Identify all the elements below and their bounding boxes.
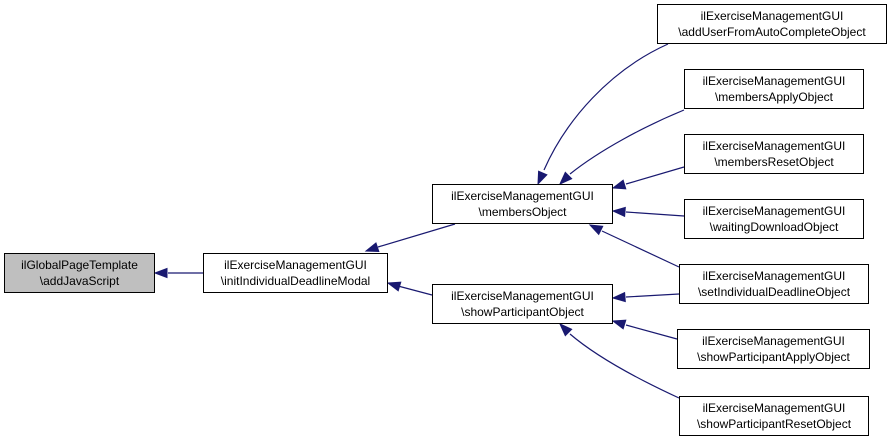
edge-show_participant_object-to-init_individual_deadline_modal: [386, 281, 433, 296]
edge-set_individual_deadline_object-to-members_object: [588, 224, 680, 268]
edge-line: [377, 223, 456, 248]
edge-members_reset_object-to-members_object: [611, 166, 685, 190]
arrowhead-icon: [537, 170, 548, 186]
node-method-label: \addUserFromAutoCompleteObject: [678, 25, 866, 39]
edge-line: [569, 333, 680, 399]
node-class-label: ilExerciseManagementGUI: [702, 74, 846, 88]
edge-line: [397, 285, 433, 296]
edge-line: [543, 43, 669, 171]
edge-set_individual_deadline_object-to-show_participant_object: [611, 291, 680, 303]
edge-line: [625, 293, 680, 298]
node-members-reset-object[interactable]: ilExerciseManagementGUI \membersResetObj…: [684, 134, 864, 174]
node-show-participant-reset-object[interactable]: ilExerciseManagementGUI \showParticipant…: [679, 396, 869, 436]
edge-line: [569, 109, 685, 175]
arrowhead-icon: [364, 242, 380, 253]
arrowhead-icon: [588, 224, 604, 236]
node-class-label: ilExerciseManagementGUI: [702, 139, 846, 153]
node-add-user-from-auto-complete-object[interactable]: ilExerciseManagementGUI \addUserFromAuto…: [657, 4, 887, 44]
arrowhead-icon: [611, 179, 627, 190]
node-method-label: \showParticipantResetObject: [696, 417, 852, 431]
arrowhead-icon: [558, 322, 573, 337]
edge-init_individual_deadline_modal-to-global_page_template: [153, 267, 203, 279]
arrowhead-icon: [153, 267, 168, 279]
arrowhead-icon: [611, 291, 626, 303]
node-members-apply-object[interactable]: ilExerciseManagementGUI \membersApplyObj…: [684, 69, 864, 109]
node-class-label: ilExerciseManagementGUI: [700, 9, 844, 23]
node-method-label: \waitingDownloadObject: [709, 220, 839, 234]
node-method-label: \setIndividualDeadlineObject: [697, 285, 851, 299]
node-global-page-template[interactable]: ilGlobalPageTemplate \addJavaScript: [4, 253, 155, 293]
node-method-label: \showParticipantObject: [461, 305, 584, 319]
edge-add_user_from_auto_complete_object-to-members_object: [537, 43, 669, 186]
node-class-label: ilExerciseManagementGUI: [224, 258, 367, 272]
node-waiting-download-object[interactable]: ilExerciseManagementGUI \waitingDownload…: [684, 199, 864, 239]
arrowhead-icon: [611, 206, 626, 218]
node-class-label: ilExerciseManagementGUI: [451, 189, 594, 203]
edge-members_apply_object-to-members_object: [558, 109, 685, 186]
node-show-participant-object[interactable]: ilExerciseManagementGUI \showParticipant…: [432, 284, 613, 324]
edge-line: [625, 166, 685, 185]
node-set-individual-deadline-object[interactable]: ilExerciseManagementGUI \setIndividualDe…: [679, 264, 869, 304]
node-method-label: \membersResetObject: [714, 155, 834, 169]
node-method-label: \membersApplyObject: [714, 90, 834, 104]
edge-show_participant_apply_object-to-show_participant_object: [611, 319, 678, 340]
edge-members_object-to-init_individual_deadline_modal: [364, 223, 456, 253]
node-class-label: ilExerciseManagementGUI: [702, 204, 846, 218]
arrowhead-icon: [386, 281, 402, 292]
node-method-label: \addJavaScript: [39, 274, 120, 288]
node-method-label: \showParticipantApplyObject: [697, 350, 850, 364]
node-members-object[interactable]: ilExerciseManagementGUI \membersObject: [432, 184, 613, 224]
node-init-individual-deadline-modal[interactable]: ilExerciseManagementGUI \initIndividualD…: [203, 253, 388, 293]
node-class-label: ilExerciseManagementGUI: [702, 269, 846, 283]
arrowhead-icon: [558, 171, 573, 186]
edge-show_participant_reset_object-to-show_participant_object: [558, 322, 680, 399]
edge-waiting_download_object-to-members_object: [611, 206, 685, 218]
edge-line: [601, 230, 680, 268]
edge-line: [625, 211, 685, 217]
node-class-label: ilExerciseManagementGUI: [451, 289, 594, 303]
arrowhead-icon: [611, 319, 627, 330]
node-show-participant-apply-object[interactable]: ilExerciseManagementGUI \showParticipant…: [677, 329, 870, 369]
node-class-label: ilExerciseManagementGUI: [702, 401, 846, 415]
node-class-label: ilGlobalPageTemplate: [21, 258, 138, 272]
node-class-label: ilExerciseManagementGUI: [702, 334, 845, 348]
node-method-label: \initIndividualDeadlineModal: [220, 274, 371, 288]
node-method-label: \membersObject: [478, 205, 567, 219]
edge-line: [625, 324, 678, 340]
